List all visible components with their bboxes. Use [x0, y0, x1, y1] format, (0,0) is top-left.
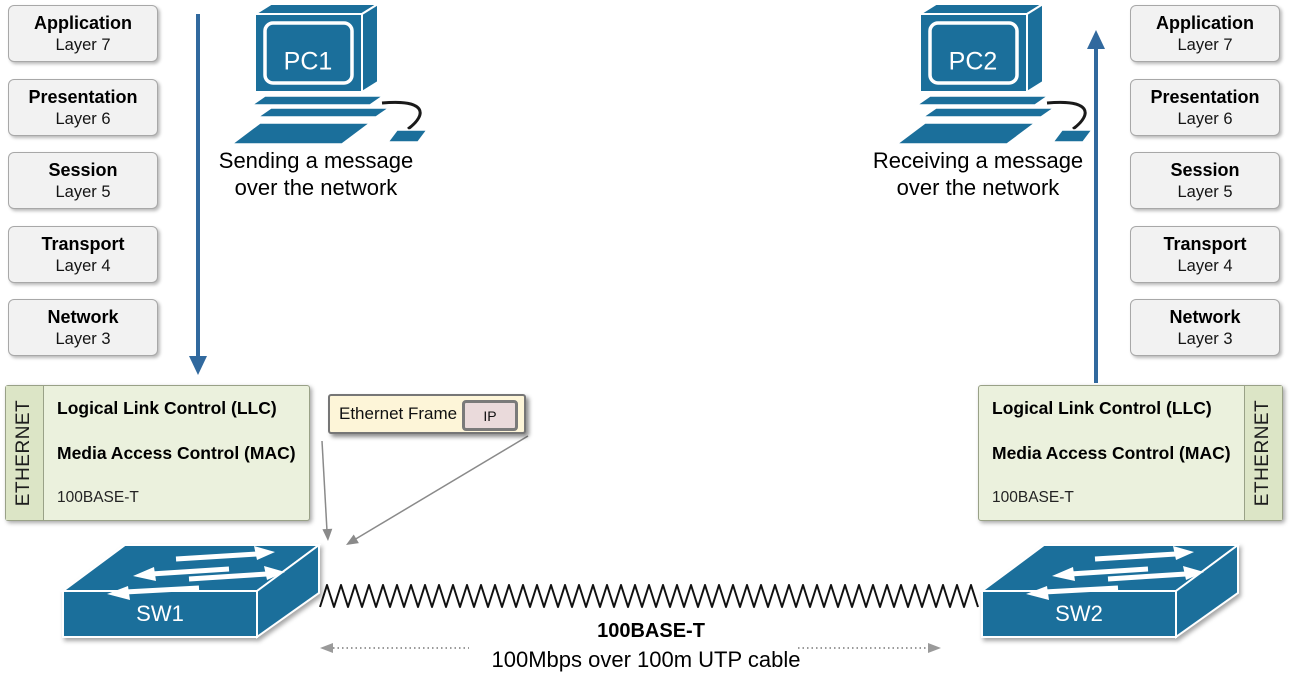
caption-line: over the network — [234, 175, 398, 200]
layer-number: Layer 7 — [1177, 35, 1233, 54]
mac-label: Media Access Control (MAC) — [57, 443, 296, 463]
mouse-icon — [386, 129, 429, 143]
phy-standard-label: 100BASE-T — [992, 489, 1074, 506]
osi-left-application: Application Layer 7 — [8, 5, 158, 62]
pc2-caption: Receiving a message over the network — [858, 147, 1098, 201]
osi-right-network: Network Layer 3 — [1130, 299, 1280, 356]
sw1-icon: SW1 — [61, 543, 321, 639]
osi-right-application: Application Layer 7 — [1130, 5, 1280, 62]
ethernet-side-label: ETHERNET — [13, 399, 35, 507]
osi-right-transport: Transport Layer 4 — [1130, 226, 1280, 283]
pc1-label: PC1 — [284, 48, 333, 76]
layer-name: Application — [34, 12, 132, 33]
ethernet-side-strip: ETHERNET — [6, 386, 44, 520]
caption-line: Receiving a message — [872, 148, 1084, 173]
caption-line: over the network — [896, 175, 1060, 200]
phy-standard-label: 100BASE-T — [57, 489, 139, 506]
mouse-icon — [1051, 129, 1094, 143]
llc-label: Logical Link Control (LLC) — [57, 398, 277, 418]
layer-name: Presentation — [1150, 86, 1260, 107]
layer-number: Layer 5 — [1177, 182, 1233, 201]
layer-number: Layer 4 — [1177, 256, 1233, 275]
switch-icon: SW2 — [980, 543, 1240, 639]
layer-number: Layer 6 — [55, 109, 111, 128]
layer-number: Layer 4 — [55, 256, 111, 275]
osi-left-presentation: Presentation Layer 6 — [8, 79, 158, 136]
cable-description: 100Mbps over 100m UTP cable — [491, 647, 801, 672]
ethernet-content: Logical Link Control (LLC) Media Access … — [992, 386, 1231, 520]
osi-right-presentation: Presentation Layer 6 — [1130, 79, 1280, 136]
llc-label: Logical Link Control (LLC) — [992, 398, 1212, 418]
layer-name: Network — [1169, 306, 1241, 327]
layer-name: Presentation — [28, 86, 138, 107]
layer-number: Layer 5 — [55, 182, 111, 201]
pc2-label: PC2 — [949, 48, 998, 76]
layer-number: Layer 3 — [55, 329, 111, 348]
caption-line: Sending a message — [218, 148, 414, 173]
ethernet-content: Logical Link Control (LLC) Media Access … — [57, 386, 301, 520]
mouse-cable — [1046, 100, 1087, 131]
layer-name: Network — [47, 306, 119, 327]
osi-right-session: Session Layer 5 — [1130, 152, 1280, 209]
utp-cable-zigzag — [319, 584, 979, 608]
ethernet-box-right: ETHERNET Logical Link Control (LLC) Medi… — [978, 385, 1283, 521]
sw1-label: SW1 — [136, 601, 184, 626]
layer-name: Application — [1156, 12, 1254, 33]
layer-number: Layer 3 — [1177, 329, 1233, 348]
pc1-icon: PC1 — [230, 4, 429, 145]
ethernet-frame-box: Ethernet Frame IP — [328, 394, 526, 434]
switch-icon: SW1 — [61, 543, 321, 639]
ethernet-box-left: ETHERNET Logical Link Control (LLC) Medi… — [5, 385, 310, 521]
layer-name: Session — [1170, 159, 1240, 180]
keyboard-icon — [895, 122, 1038, 145]
sw2-label: SW2 — [1055, 601, 1103, 626]
ethernet-side-strip: ETHERNET — [1244, 386, 1282, 520]
sw2-icon: SW2 — [980, 543, 1240, 639]
ethernet-side-label: ETHERNET — [1252, 399, 1274, 507]
layer-number: Layer 7 — [55, 35, 111, 54]
ethernet-frame-label: Ethernet Frame — [339, 404, 458, 423]
ip-payload-chip: IP — [462, 400, 518, 431]
switch-arrows-icon — [1026, 546, 1204, 600]
keyboard-icon — [230, 122, 373, 145]
layer-name: Transport — [1163, 233, 1247, 254]
osi-left-session: Session Layer 5 — [8, 152, 158, 209]
pc2-icon: PC2 — [895, 4, 1094, 145]
switch-arrows-icon — [107, 546, 285, 600]
mouse-cable — [381, 100, 422, 131]
layer-name: Session — [48, 159, 118, 180]
computer-icon: PC2 — [895, 4, 1094, 145]
layer-number: Layer 6 — [1177, 109, 1233, 128]
computer-icon: PC1 — [230, 4, 429, 145]
cable-standard-label: 100BASE-T — [597, 620, 705, 642]
pc1-caption: Sending a message over the network — [196, 147, 436, 201]
frame-pointer-arrow-2 — [346, 435, 529, 545]
osi-left-transport: Transport Layer 4 — [8, 226, 158, 283]
frame-pointer-arrow-1 — [321, 440, 333, 541]
mac-label: Media Access Control (MAC) — [992, 443, 1231, 463]
layer-name: Transport — [41, 233, 125, 254]
osi-left-network: Network Layer 3 — [8, 299, 158, 356]
